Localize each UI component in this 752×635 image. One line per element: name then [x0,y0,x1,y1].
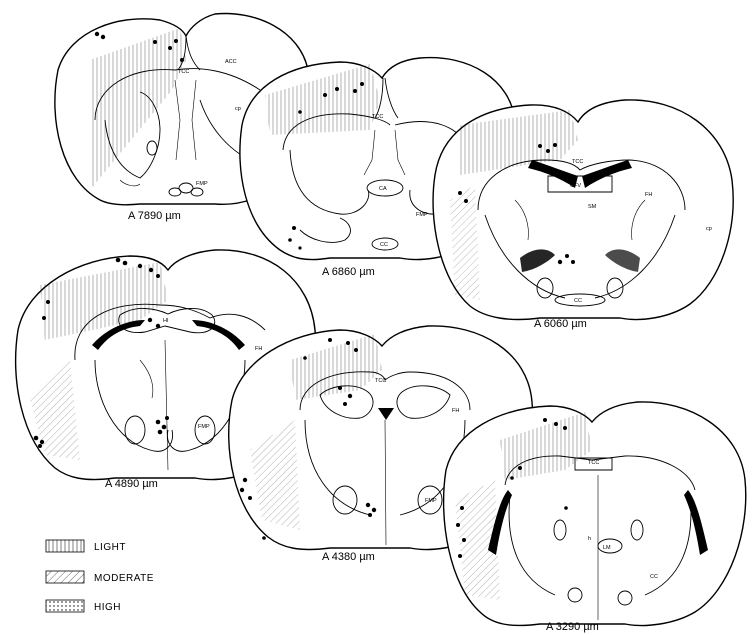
section-label-a4890: A 4890 µm [105,478,158,490]
section-label-a7890: A 7890 µm [128,210,181,222]
legend-label-high: HIGH [94,602,121,613]
label-fmp-2: FMP [416,212,428,218]
label-fh-1: FH [645,192,652,198]
section-label-a3290: A 3290 µm [546,621,599,633]
legend-label-light: LIGHT [94,542,126,553]
section-a3290: TCC LM CC h A 3290 µm [444,402,746,633]
legend: LIGHT MODERATE HIGH [46,540,154,613]
legend-item-moderate: MODERATE [46,571,154,584]
label-fmp-4: FMP [425,498,437,504]
label-acc: ACC [225,59,237,65]
label-tcc-3: TCC [572,159,583,165]
label-cc-2: CC [574,298,582,304]
label-cp-1: cp [235,106,241,112]
label-cc-3: CC [650,574,658,580]
label-ca: CA [379,186,387,192]
section-label-a6860: A 6860 µm [322,266,375,278]
label-sm: SM [588,204,597,210]
label-cfv: CFV [570,183,581,189]
section-a6060: TCC CFV SM FH cp CC A 6060 µm [433,100,733,330]
label-hi: HI [163,318,169,324]
label-fmp-1: FMP [196,181,208,187]
label-fmp-3: FMP [198,424,210,430]
legend-item-high: HIGH [46,600,121,613]
label-lm: LM [603,545,611,551]
label-fh-3: FH [452,408,459,414]
legend-item-light: LIGHT [46,540,126,553]
label-cp-2: cp [706,226,712,232]
label-fh-2: FH [255,346,262,352]
legend-label-moderate: MODERATE [94,573,154,584]
label-h: h [588,536,591,542]
section-label-a6060: A 6060 µm [534,318,587,330]
label-tcc-1: TCC [178,69,189,75]
label-tcc-5: TCC [588,460,599,466]
label-tcc-4: TCC [375,378,386,384]
label-tcc-2: TCC [372,114,383,120]
label-cc-1: CC [380,242,388,248]
section-label-a4380: A 4380 µm [322,551,375,563]
